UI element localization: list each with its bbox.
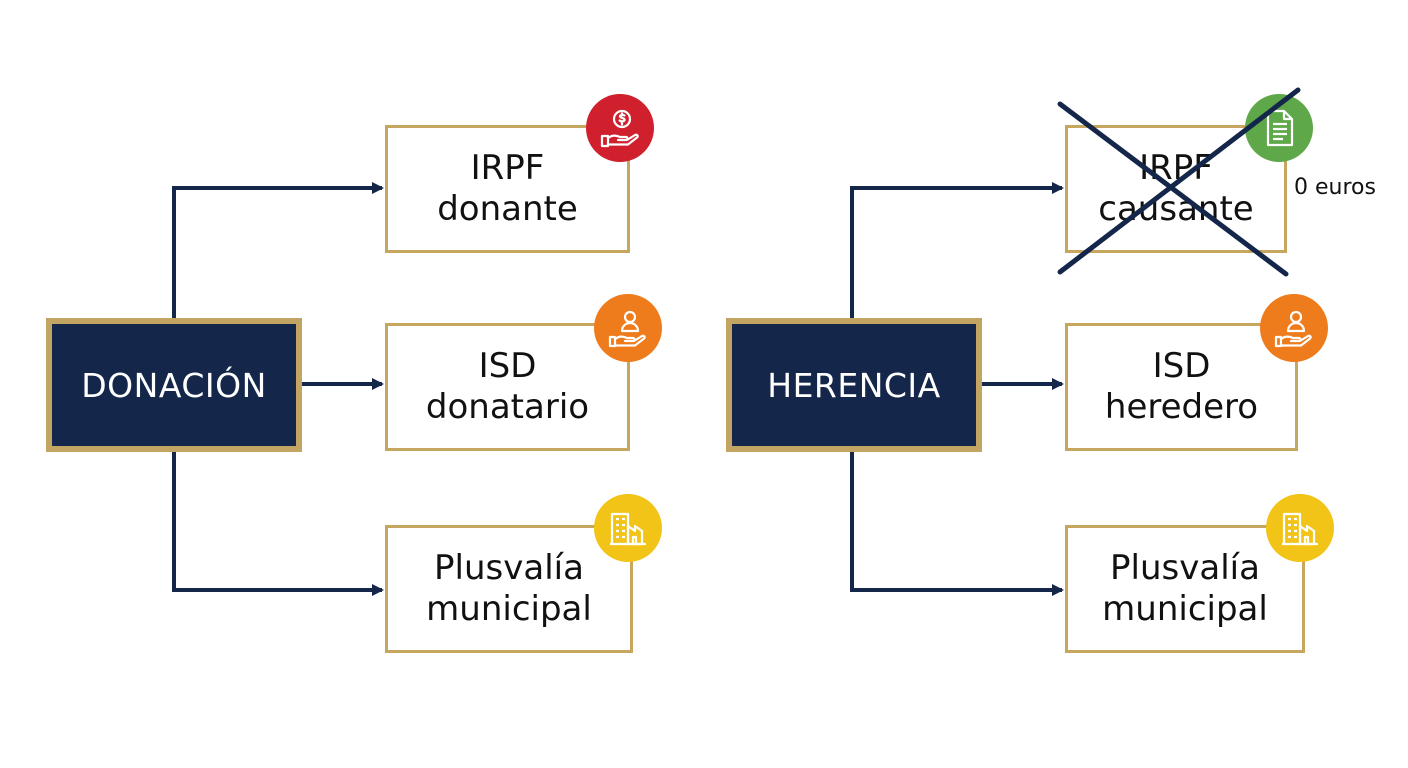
- target-line2: municipal: [426, 589, 592, 629]
- target-line1: ISD: [478, 346, 537, 386]
- target-line1: Plusvalía: [1110, 548, 1260, 588]
- arrow-donacion-plusvalia: [172, 452, 384, 596]
- target-line1: IRPF: [470, 148, 545, 188]
- target-line2: heredero: [1104, 387, 1259, 427]
- source-label: DONACIÓN: [81, 365, 267, 405]
- target-box-plusvalia-left: Plusvalía municipal: [385, 525, 633, 653]
- irpf-causante-note: 0 euros: [1294, 175, 1376, 200]
- target-box-irpf-donante: IRPF donante: [385, 125, 630, 253]
- target-line1: Plusvalía: [434, 548, 584, 588]
- source-box-herencia: HERENCIA: [726, 318, 982, 452]
- target-box-isd-heredero: ISD heredero: [1065, 323, 1298, 451]
- arrow-herencia-plusvalia: [850, 452, 1064, 596]
- hand-coin-icon: [586, 94, 654, 162]
- target-line2: donante: [437, 189, 578, 229]
- target-line2: municipal: [1102, 589, 1268, 629]
- cross-out-mark: [1057, 87, 1301, 277]
- target-line1: ISD: [1152, 346, 1211, 386]
- source-box-donacion: DONACIÓN: [46, 318, 302, 452]
- target-line2: donatario: [425, 387, 590, 427]
- hand-person-icon: [594, 294, 662, 362]
- target-box-plusvalia-right: Plusvalía municipal: [1065, 525, 1305, 653]
- target-box-irpf-causante: IRPF causante: [1065, 125, 1287, 253]
- building-icon: [594, 494, 662, 562]
- arrow-herencia-irpf: [850, 182, 1064, 318]
- hand-person-icon: [1260, 294, 1328, 362]
- arrow-donacion-irpf: [172, 182, 384, 318]
- target-box-isd-donatario: ISD donatario: [385, 323, 630, 451]
- source-label: HERENCIA: [767, 365, 941, 405]
- building-icon: [1266, 494, 1334, 562]
